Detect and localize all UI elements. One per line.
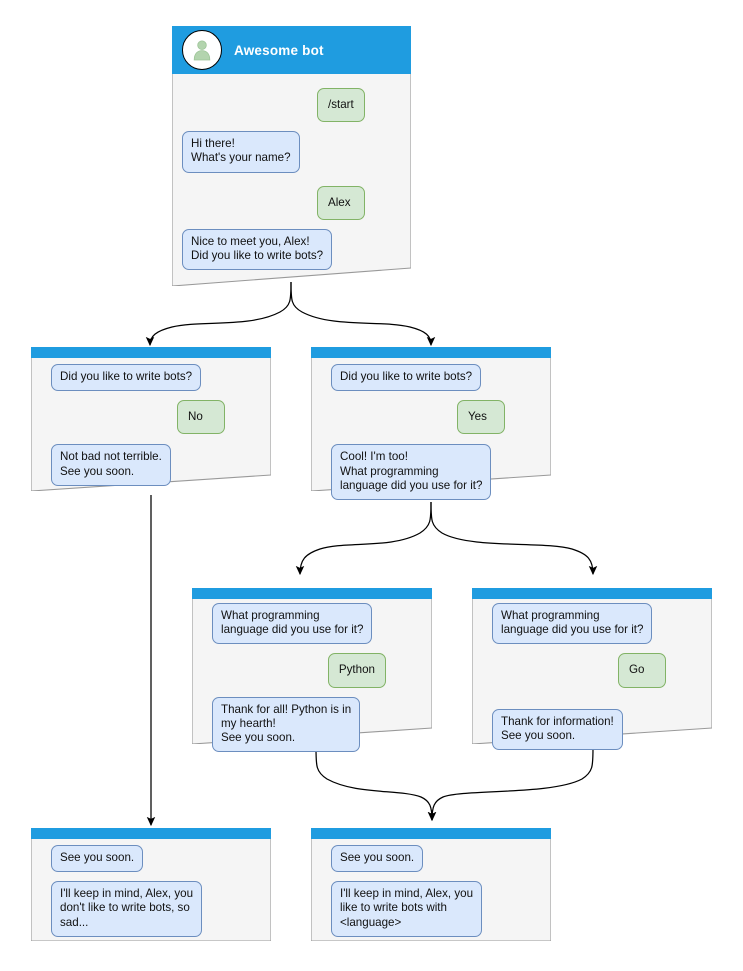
- user-message-bubble[interactable]: No: [177, 400, 225, 435]
- bot-message-bubble: Cool! I'm too! What programming language…: [331, 444, 492, 501]
- message-row: /start: [182, 88, 401, 123]
- card-header-end-happy: [311, 828, 551, 839]
- chat-log-go-branch: What programming language did you use fo…: [472, 599, 712, 771]
- card-go-branch[interactable]: What programming language did you use fo…: [472, 588, 712, 751]
- message-row: See you soon.: [321, 845, 541, 873]
- bot-message-bubble: Hi there! What's your name?: [182, 131, 300, 173]
- edge-start-to-yes: [290, 281, 436, 347]
- user-message-bubble[interactable]: Python: [327, 653, 386, 688]
- chat-log-end-happy: See you soon. I'll keep in mind, Alex, y…: [311, 839, 551, 958]
- chat-log-no-branch: Did you like to write bots? No Not bad n…: [31, 358, 271, 507]
- bot-message-bubble: What programming language did you use fo…: [212, 603, 373, 645]
- user-message-bubble[interactable]: Go: [618, 653, 666, 688]
- bot-message-bubble: Did you like to write bots?: [331, 364, 482, 392]
- message-row: No: [41, 400, 261, 435]
- message-row: Did you like to write bots?: [321, 364, 541, 392]
- bot-title: Awesome bot: [234, 42, 324, 58]
- chat-log-start: /start Hi there! What's your name? Alex …: [172, 74, 411, 291]
- card-python-branch[interactable]: What programming language did you use fo…: [192, 588, 432, 753]
- card-header-no-branch: [31, 347, 271, 358]
- card-header-start: Awesome bot: [172, 26, 411, 74]
- message-row: See you soon.: [41, 845, 261, 873]
- message-row: Alex: [182, 185, 401, 220]
- message-row: I'll keep in mind, Alex, you like to wri…: [321, 881, 541, 937]
- card-end-sad[interactable]: See you soon. I'll keep in mind, Alex, y…: [31, 828, 271, 941]
- bot-message-bubble: Not bad not terrible. See you soon.: [51, 444, 171, 486]
- message-row: Thank for all! Python is in my hearth! S…: [202, 696, 422, 753]
- message-row: Thank for information! See you soon.: [482, 708, 702, 751]
- card-header-go-branch: [472, 588, 712, 599]
- user-message-bubble[interactable]: Alex: [317, 185, 365, 220]
- bot-message-bubble: See you soon.: [51, 845, 144, 873]
- message-row: What programming language did you use fo…: [482, 603, 702, 645]
- bot-message-bubble: Did you like to write bots?: [51, 364, 202, 392]
- card-no-branch[interactable]: Did you like to write bots? No Not bad n…: [31, 347, 271, 491]
- message-row: Python: [202, 653, 422, 688]
- card-end-happy[interactable]: See you soon. I'll keep in mind, Alex, y…: [311, 828, 551, 941]
- message-row: Not bad not terrible. See you soon.: [41, 444, 261, 486]
- message-row: Nice to meet you, Alex! Did you like to …: [182, 228, 401, 271]
- card-start[interactable]: Awesome bot /start Hi there! What's your…: [172, 26, 411, 286]
- card-header-end-sad: [31, 828, 271, 839]
- message-row: Hi there! What's your name?: [182, 131, 401, 173]
- chat-log-python-branch: What programming language did you use fo…: [192, 599, 432, 773]
- card-header-python-branch: [192, 588, 432, 599]
- person-avatar-icon: [182, 30, 222, 70]
- bot-message-bubble: I'll keep in mind, Alex, you like to wri…: [331, 881, 483, 937]
- user-message-bubble[interactable]: /start: [317, 88, 365, 123]
- message-row: I'll keep in mind, Alex, you don't like …: [41, 881, 261, 937]
- bot-message-bubble: What programming language did you use fo…: [492, 603, 653, 645]
- user-message-bubble[interactable]: Yes: [457, 400, 505, 435]
- edge-start-to-no: [145, 281, 292, 347]
- bot-message-bubble: Thank for all! Python is in my hearth! S…: [212, 696, 361, 753]
- chat-log-yes-branch: Did you like to write bots? Yes Cool! I'…: [311, 358, 551, 521]
- bot-message-bubble: Thank for information! See you soon.: [492, 708, 623, 751]
- message-row: Go: [482, 653, 702, 688]
- message-row: Did you like to write bots?: [41, 364, 261, 392]
- card-yes-branch[interactable]: Did you like to write bots? Yes Cool! I'…: [311, 347, 551, 501]
- message-row: What programming language did you use fo…: [202, 603, 422, 645]
- person-glyph: [193, 40, 211, 61]
- message-row: Yes: [321, 400, 541, 435]
- card-header-yes-branch: [311, 347, 551, 358]
- bot-message-bubble: See you soon.: [331, 845, 424, 873]
- bot-message-bubble: Nice to meet you, Alex! Did you like to …: [182, 228, 333, 271]
- message-row: Cool! I'm too! What programming language…: [321, 444, 541, 501]
- chat-log-end-sad: See you soon. I'll keep in mind, Alex, y…: [31, 839, 271, 958]
- bot-message-bubble: I'll keep in mind, Alex, you don't like …: [51, 881, 203, 937]
